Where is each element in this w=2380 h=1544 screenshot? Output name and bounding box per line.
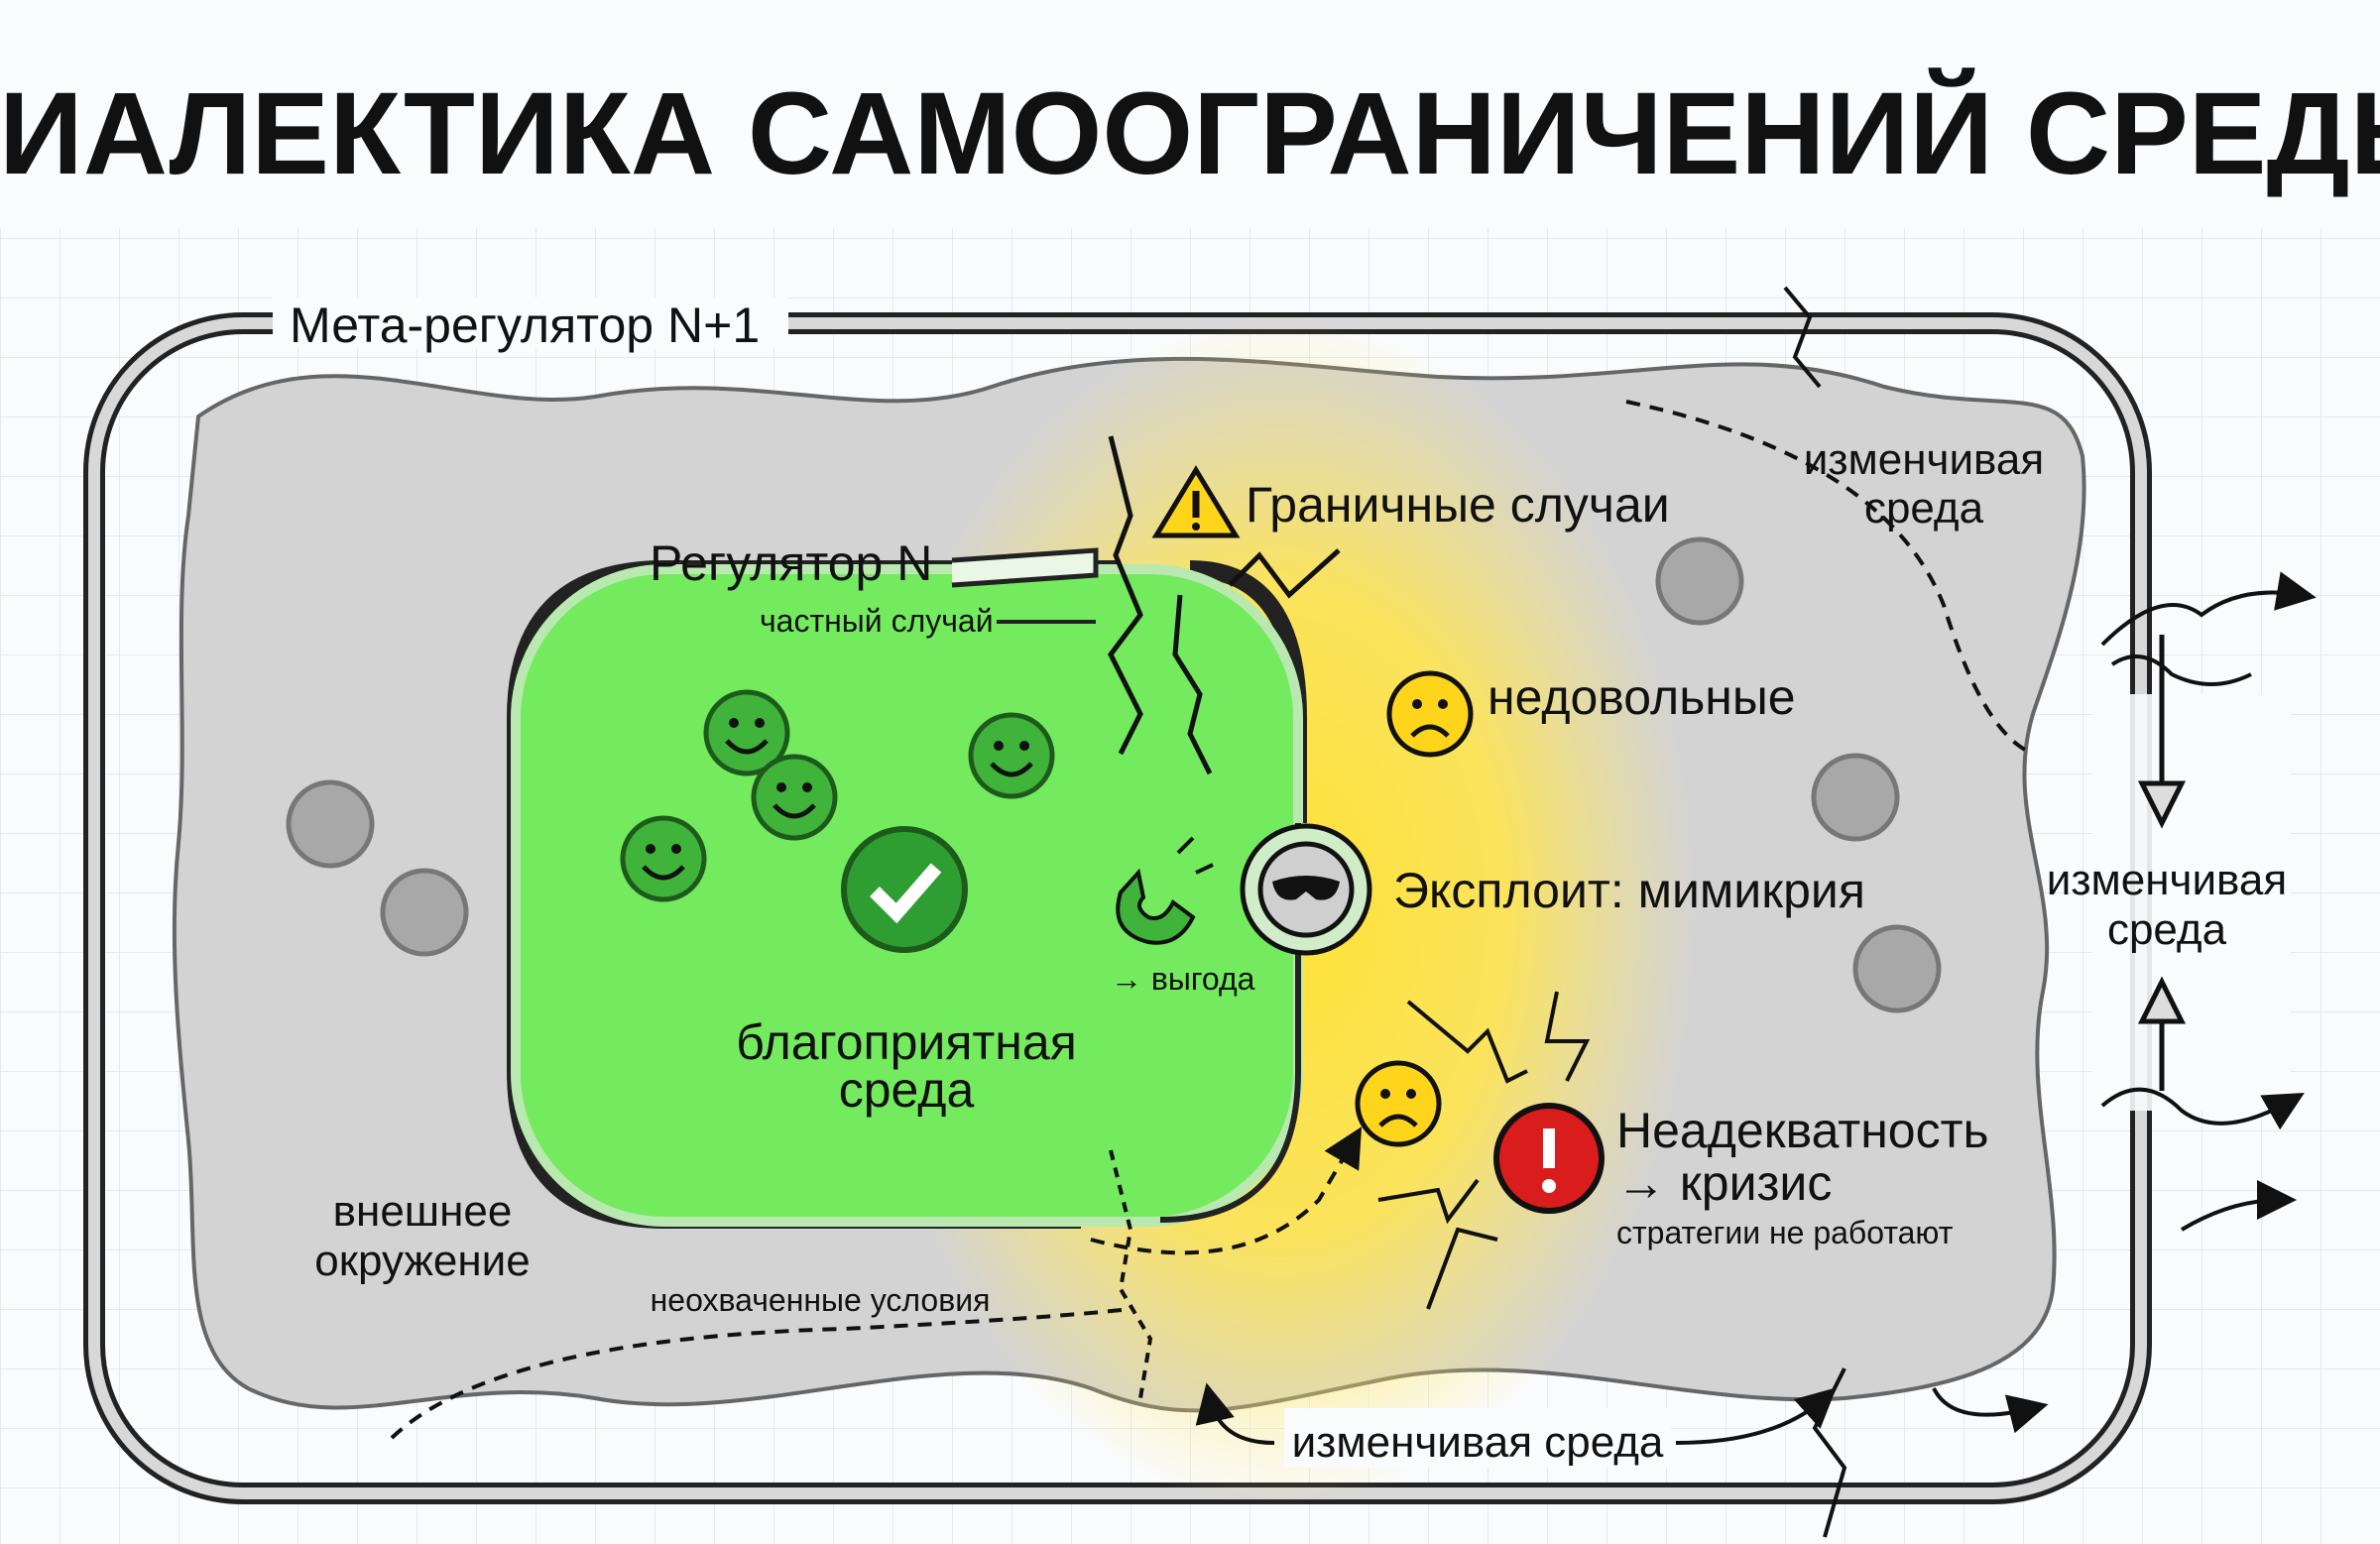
uncovered-label: неохваченные условия xyxy=(651,1282,991,1318)
changing-env-top-1: изменчивая xyxy=(1804,435,2044,484)
changing-env-bottom: изменчивая среда xyxy=(1292,1418,1664,1467)
regulator-label: Регулятор N xyxy=(650,535,932,591)
external-label-1: внешнее xyxy=(333,1187,513,1236)
strategies-fail-label: стратегии не работают xyxy=(1616,1215,1954,1250)
check-icon xyxy=(841,826,968,953)
changing-env-right-1: изменчивая xyxy=(2047,856,2287,904)
particular-case-label: частный случай xyxy=(760,603,994,639)
external-label-2: окружение xyxy=(314,1237,530,1285)
favorable-label-2: среда xyxy=(839,1062,975,1118)
favorable-label-1: благоприятная xyxy=(736,1014,1077,1070)
boundary-cases-label: Граничные случаи xyxy=(1246,477,1670,533)
changing-env-top-2: среда xyxy=(1864,484,1984,533)
exclamation-icon xyxy=(1493,1103,1605,1214)
page-title: ДИАЛЕКТИКА САМООГРАНИЧЕНИЙ СРЕДЫ xyxy=(0,66,2380,199)
mask-icon xyxy=(1240,823,1372,956)
arrow-up xyxy=(2137,976,2187,1091)
gray-circles xyxy=(286,536,1942,1013)
crack-lines xyxy=(1377,991,1591,1310)
changing-env-right-2: среда xyxy=(2107,905,2227,954)
frown-icon-2 xyxy=(1355,1060,1442,1147)
exploit-label: Эксплоит: мимикрия xyxy=(1393,863,1865,918)
benefit-label: → выгода xyxy=(1111,961,1255,997)
dissatisfied-label: недовольные xyxy=(1488,669,1796,725)
warning-icon xyxy=(1151,465,1241,538)
crisis-label: → кризис xyxy=(1616,1155,1832,1211)
inadequacy-label: Неадекватность xyxy=(1616,1103,1989,1158)
frown-icon xyxy=(1386,670,1474,758)
meta-regulator-label: Мета-регулятор N+1 xyxy=(290,297,760,353)
arrow-down xyxy=(2137,635,2187,829)
smiley-icons xyxy=(620,689,1055,902)
magnet-icon xyxy=(1116,836,1214,945)
